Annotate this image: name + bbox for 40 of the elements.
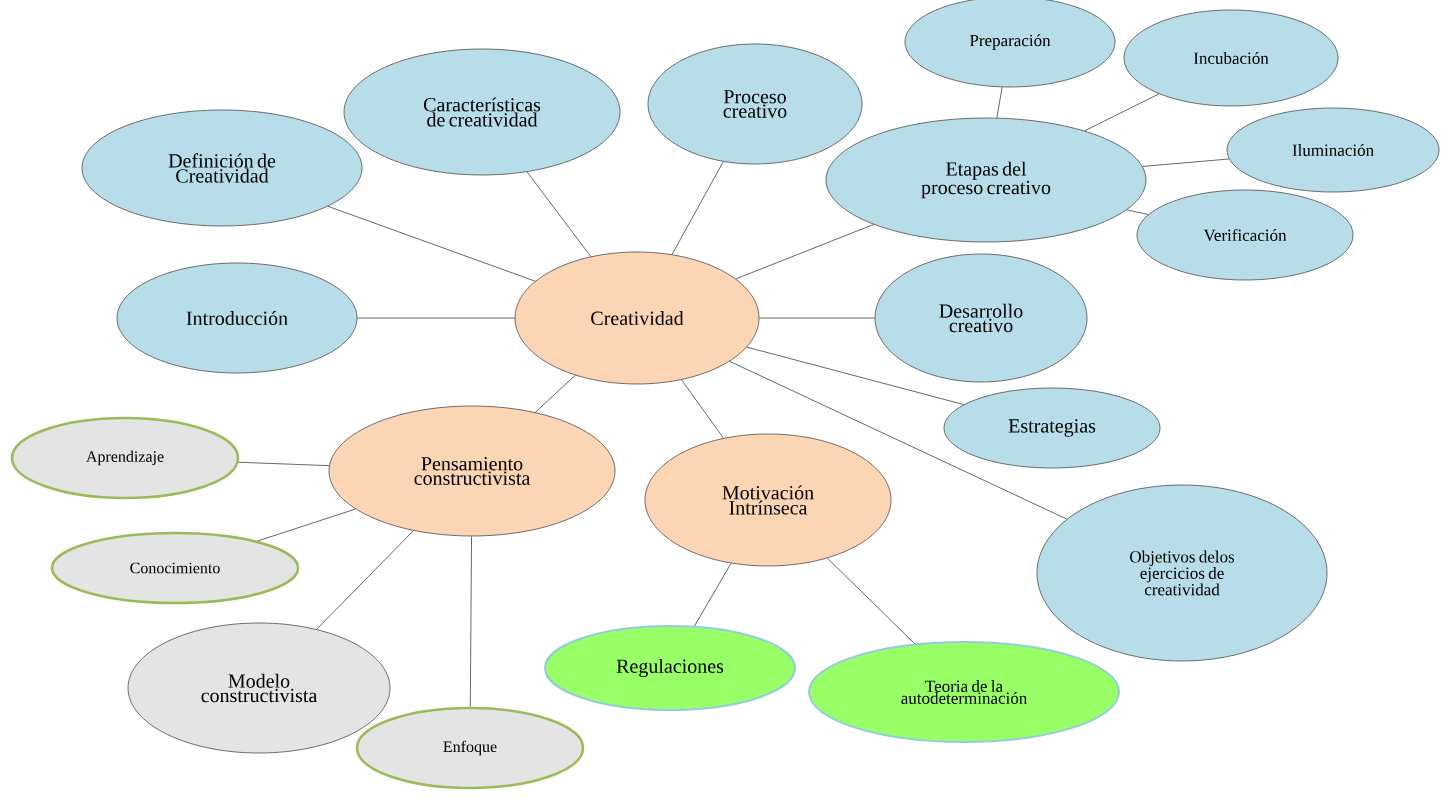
connector-line: [759, 317, 875, 319]
ellipse-node: Verificación: [1136, 189, 1354, 281]
connector-line: [526, 171, 592, 257]
ellipse-node: Modelo constructivista: [127, 622, 391, 754]
ellipse-node: Introducción: [116, 262, 358, 374]
ellipse-node: Aprendizaje: [10, 416, 240, 500]
ellipse-node: Etapas del proceso creativo: [825, 117, 1147, 243]
connector-line: [694, 562, 732, 627]
ellipse-node: Pensamiento constructivista: [328, 405, 616, 537]
ellipse-node: Creatividad: [514, 251, 760, 385]
ellipse-node: Características de creatividad: [343, 48, 621, 176]
ellipse-node: Desarrollo creativo: [874, 253, 1088, 383]
connector-line: [996, 86, 1003, 119]
connector-line: [534, 374, 576, 413]
connector-line: [1126, 209, 1149, 215]
connector-line: [316, 530, 414, 630]
connector-line: [746, 346, 965, 405]
ellipse-node: Proceso creativo: [647, 43, 863, 165]
connector-line: [238, 461, 330, 467]
ellipse-node: Enfoque: [355, 706, 585, 790]
connector-line: [1084, 93, 1160, 132]
ellipse-node: Conocimiento: [50, 531, 300, 605]
connector-line: [257, 508, 356, 542]
connector-line: [357, 317, 515, 319]
ellipse-node: Teoria de la autodeterminación: [808, 641, 1120, 743]
connector-line: [681, 379, 724, 439]
ellipse-node: Motivación Intrínseca: [644, 433, 892, 567]
connector-line: [327, 205, 536, 282]
connector-line: [735, 224, 874, 280]
connector-line: [729, 360, 1068, 520]
ellipse-node: Incubación: [1123, 9, 1339, 107]
connector-line: [469, 536, 472, 708]
ellipse-node: Regulaciones: [544, 625, 796, 711]
ellipse-node: Objetivos delos ejercicios de creatividad: [1036, 484, 1328, 662]
ellipse-node: Estrategias: [943, 387, 1161, 469]
connector-line: [827, 557, 916, 644]
ellipse-node: Iluminación: [1226, 107, 1440, 193]
connector-line: [1142, 158, 1230, 167]
ellipse-node: Definición de Creatividad: [81, 109, 363, 227]
connector-line: [671, 161, 724, 255]
